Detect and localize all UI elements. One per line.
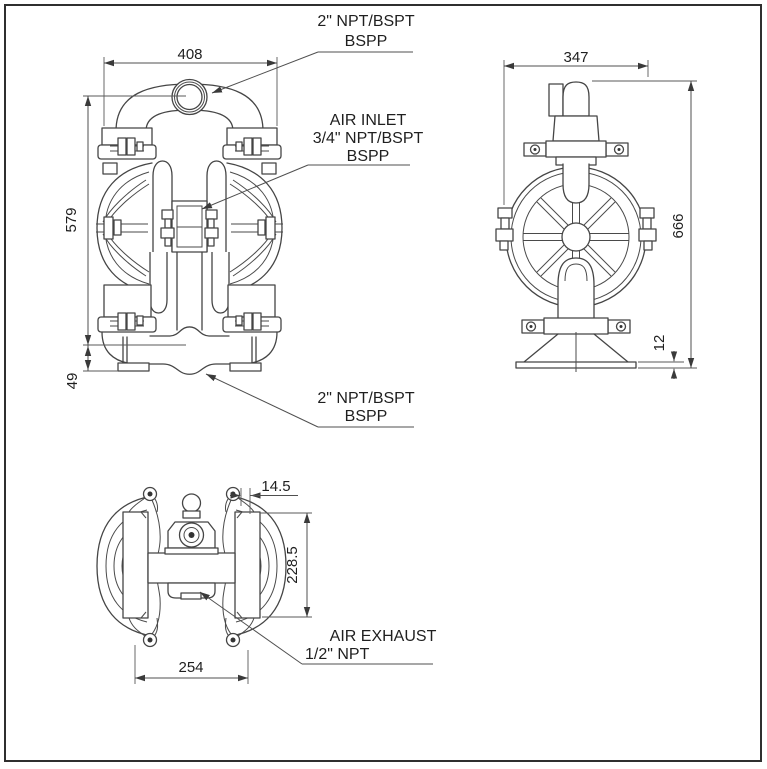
suction-port-label: 2" NPT/BSPT BSPP (205, 373, 415, 428)
air-inlet-label-l1: AIR INLET (330, 112, 407, 129)
dim-foot-49: 49 (64, 373, 81, 390)
discharge-port-label: 2" NPT/BSPT BSPP (211, 13, 415, 94)
air-exhaust-leader-line (199, 591, 303, 665)
dim-baseplate-12: 12 (651, 335, 668, 352)
air-inlet-label: AIR INLET 3/4" NPT/BSPT BSPP (201, 112, 424, 210)
air-inlet-leader-line (201, 164, 309, 210)
spokes (523, 184, 629, 290)
air-exhaust-label-l2: 1/2" NPT (305, 646, 370, 663)
top-view: 14.5 228.5 254 AIR EXHAUST 1/2" NPT (96, 478, 437, 684)
air-exhaust-label: AIR EXHAUST 1/2" NPT (199, 591, 437, 665)
dim-height-666: 666 (670, 213, 687, 238)
discharge-port-icon (171, 78, 208, 116)
discharge-leader-line (211, 51, 319, 94)
side-view: 347 (495, 49, 697, 379)
base-stand (515, 332, 637, 372)
air-exhaust-label-l1: AIR EXHAUST (330, 628, 437, 645)
dim-width-347: 347 (563, 49, 588, 66)
front-view: 408 579 49 2" NPT/BSPT BSPP AIR INLET 3/… (63, 13, 424, 428)
dim-width-408: 408 (177, 46, 202, 63)
sheet-border (4, 4, 762, 762)
air-valve (171, 200, 208, 253)
discharge-port-label-l1: 2" NPT/BSPT (317, 13, 414, 30)
dim-depth-228-5: 228.5 (284, 546, 301, 584)
suction-port-label-l1: 2" NPT/BSPT (317, 390, 414, 407)
dim-offset-14-5: 14.5 (261, 478, 290, 495)
air-exhaust-port-icon (180, 592, 202, 600)
suction-leader-line (205, 373, 319, 428)
discharge-port-label-l2: BSPP (345, 33, 388, 50)
air-inlet-label-l2: 3/4" NPT/BSPT (313, 130, 424, 147)
air-inlet-label-l3: BSPP (347, 148, 390, 165)
dim-height-579: 579 (63, 207, 80, 232)
dim-width-254: 254 (178, 659, 203, 676)
muffler (523, 81, 629, 166)
pilot-valve (164, 493, 219, 555)
suction-port-label-l2: BSPP (345, 408, 388, 425)
